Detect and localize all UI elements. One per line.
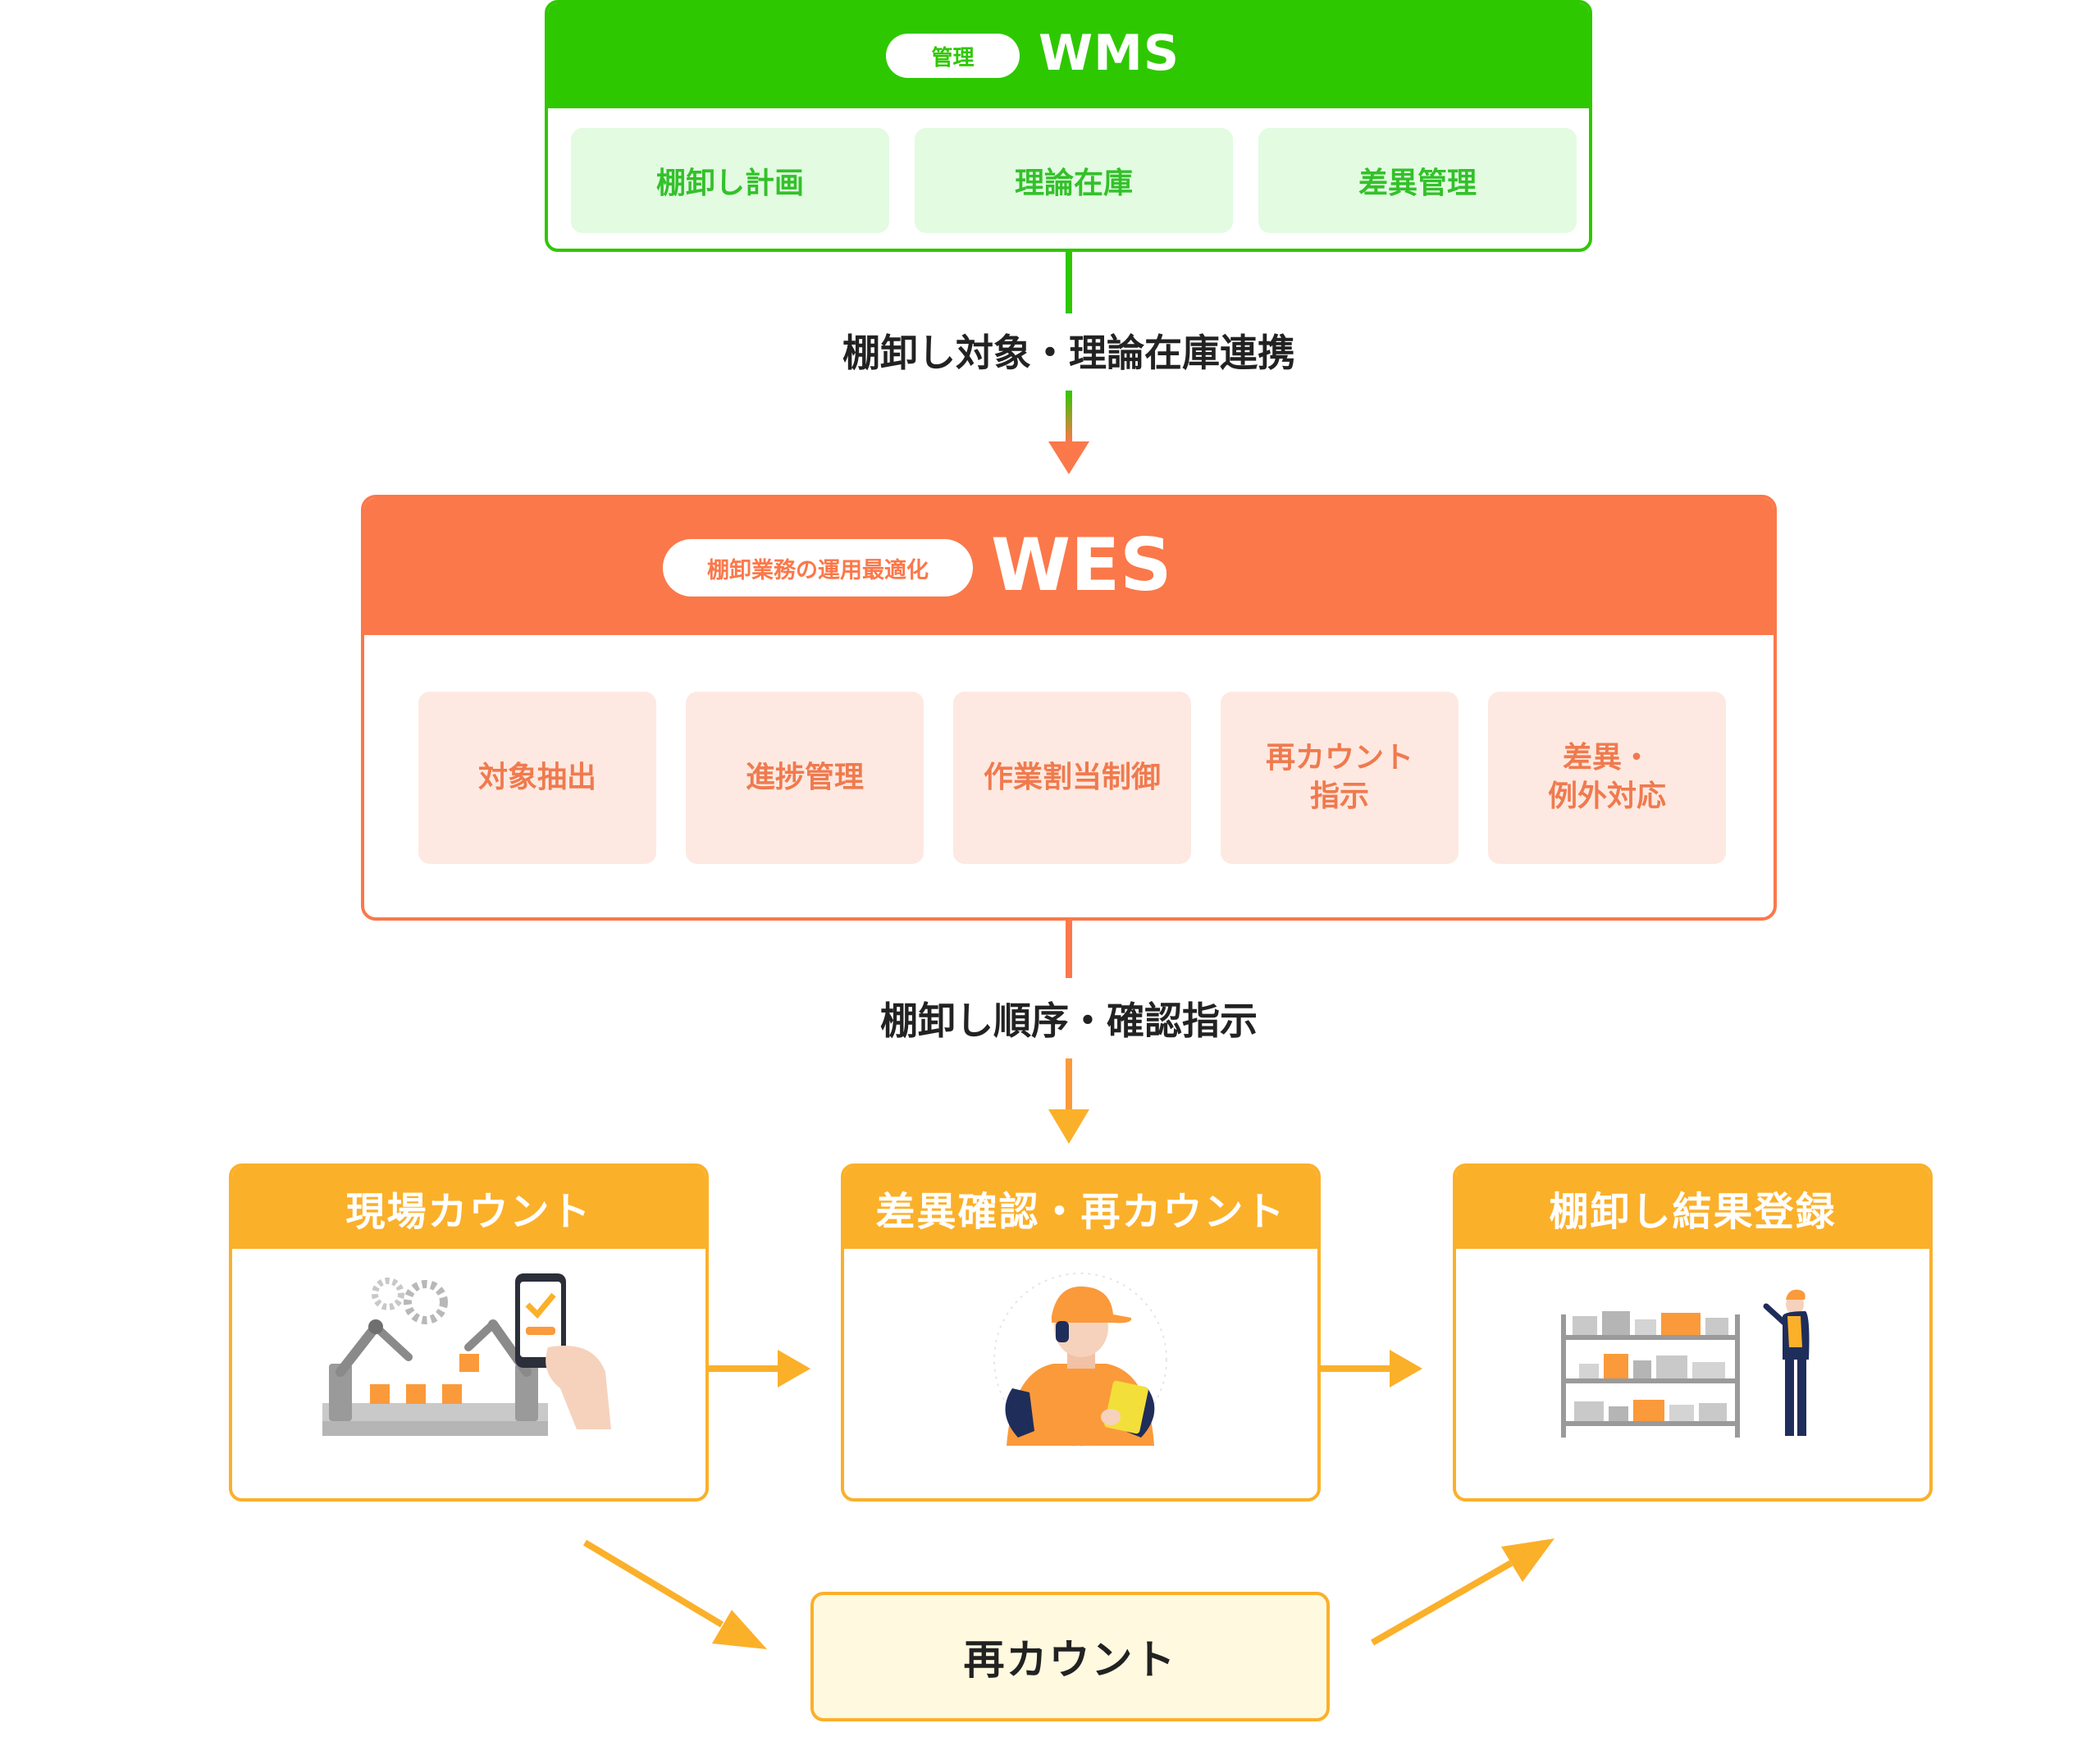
wms-panel: 管理 WMS 棚卸し計画 理論在庫 差異管理 xyxy=(545,0,1592,252)
shelf-worker-illustration xyxy=(1561,1289,1810,1438)
wes-card-recount-instruction: 再カウント 指示 xyxy=(1221,692,1459,864)
wes-title: WES xyxy=(991,523,1172,607)
connector-wes-top xyxy=(1066,921,1072,978)
wes-panel: 棚卸業務の運用最適化 WES 対象抽出 進捗管理 作業割当制御 再カウント 指示… xyxy=(361,495,1777,921)
wes-card-progress: 進捗管理 xyxy=(686,692,924,864)
step-title: 現場カウント xyxy=(232,1167,705,1249)
arrow-right-icon xyxy=(1390,1350,1422,1387)
wes-card-exception: 差異・ 例外対応 xyxy=(1488,692,1726,864)
arrow-right-icon xyxy=(778,1350,810,1387)
wms-badge: 管理 xyxy=(886,34,1020,78)
step-card-field-count: 現場カウント xyxy=(229,1163,709,1502)
connector-wms-top xyxy=(1066,252,1072,313)
wes-header xyxy=(364,498,1774,635)
step-title: 棚卸し結果登録 xyxy=(1456,1167,1929,1249)
wes-card-extract: 対象抽出 xyxy=(418,692,656,864)
arrow-diagonal-icon xyxy=(712,1610,767,1649)
step-card-variance-recount: 差異確認・再カウント xyxy=(841,1163,1321,1502)
wes-badge: 棚卸業務の運用最適化 xyxy=(663,539,973,597)
arrow-diagonal-icon xyxy=(1501,1538,1554,1582)
connector-wms-bottom xyxy=(1066,391,1072,441)
flow-label-wes-steps: 棚卸し順序・確認指示 xyxy=(880,999,1258,1043)
wms-card-theoretical-stock: 理論在庫 xyxy=(915,128,1233,233)
wms-title: WMS xyxy=(1039,25,1180,82)
wms-card-variance: 差異管理 xyxy=(1258,128,1577,233)
robot-arms-smartphone-illustration xyxy=(322,1273,611,1436)
worker-clipboard-illustration xyxy=(993,1273,1167,1447)
recount-box: 再カウント xyxy=(810,1592,1330,1721)
step-title: 差異確認・再カウント xyxy=(844,1167,1317,1249)
step-card-result-register: 棚卸し結果登録 xyxy=(1453,1163,1933,1502)
wms-card-plan: 棚卸し計画 xyxy=(571,128,889,233)
wms-header xyxy=(548,3,1589,108)
flow-label-wms-wes: 棚卸し対象・理論在庫連携 xyxy=(842,331,1295,375)
wes-card-assignment: 作業割当制御 xyxy=(953,692,1191,864)
connector-wes-bottom xyxy=(1066,1058,1072,1109)
arrow-down-icon xyxy=(1048,441,1089,474)
arrow-down-icon xyxy=(1048,1109,1089,1144)
